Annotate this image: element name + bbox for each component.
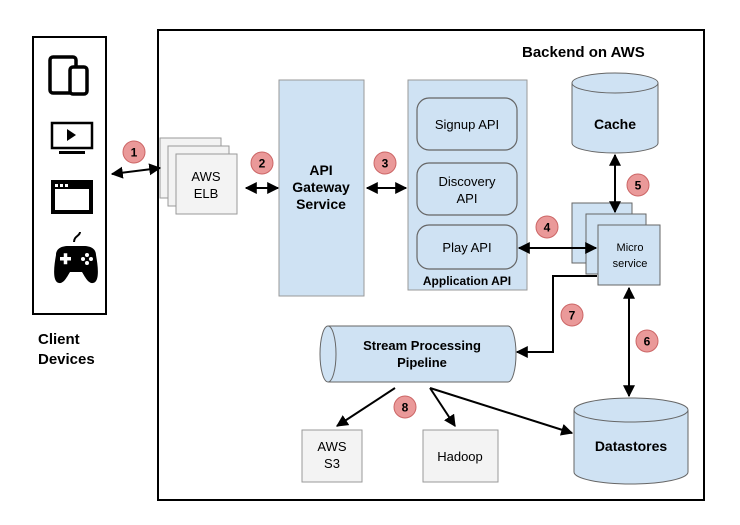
gateway-label-line3: Service [296, 196, 346, 212]
datastores-cylinder [573, 397, 689, 485]
step-badge-2: 2 [250, 151, 274, 175]
backend-title: Backend on AWS [522, 44, 645, 61]
datastores-label: Datastores [595, 438, 668, 454]
microservice-label-line1: Micro [617, 242, 644, 254]
step-badge-8: 8 [393, 395, 417, 419]
client-devices-label-line1: Client [38, 331, 80, 348]
gateway-label-line1: API [309, 162, 332, 178]
application-api-title: Application API [423, 274, 511, 288]
step-badge-4-label: 4 [544, 221, 551, 235]
tablet-phone-icon [48, 55, 89, 96]
discovery-api-label-line1: Discovery [438, 174, 496, 189]
arrow-stream-s3 [335, 387, 396, 427]
elb-label-line1: AWS [191, 169, 220, 184]
aws-s3-box [301, 429, 363, 483]
gamepad-icon [54, 231, 98, 284]
arrow-micro-stream [515, 275, 597, 358]
s3-label-line1: AWS [317, 439, 346, 454]
cache-cylinder [571, 72, 659, 154]
hadoop-label: Hadoop [437, 449, 483, 464]
step-badge-7-label: 7 [569, 309, 576, 323]
tv-icon [50, 121, 94, 154]
step-badge-5: 5 [626, 173, 650, 197]
stream-label-line1: Stream Processing [363, 338, 481, 353]
step-badge-2-label: 2 [259, 157, 266, 171]
step-badge-1: 1 [122, 140, 146, 164]
microservice-label-line2: service [613, 258, 648, 270]
step-badge-1-label: 1 [131, 146, 138, 160]
step-badge-8-label: 8 [402, 401, 409, 415]
signup-api-label: Signup API [435, 117, 499, 132]
hadoop-box [422, 429, 499, 483]
arrow-client-elb [110, 163, 162, 179]
stream-pipeline-cylinder [319, 325, 517, 383]
browser-window-icon [51, 180, 93, 214]
step-badge-3: 3 [373, 151, 397, 175]
cache-label: Cache [594, 116, 636, 132]
step-badge-7: 7 [560, 303, 584, 327]
discovery-api-box [416, 162, 518, 216]
discovery-api-label-line2: API [457, 191, 478, 206]
signup-api-box [416, 97, 518, 151]
step-badge-3-label: 3 [382, 157, 389, 171]
elb-label-line2: ELB [194, 186, 219, 201]
aws-elb-stack [159, 137, 238, 215]
stream-label-line2: Pipeline [397, 355, 447, 370]
s3-label-line2: S3 [324, 456, 340, 471]
play-api-label: Play API [442, 240, 491, 255]
client-devices-label-line2: Devices [38, 351, 95, 368]
step-badge-6: 6 [635, 329, 659, 353]
arrow-stream-datastores [429, 387, 574, 436]
step-badge-4: 4 [535, 215, 559, 239]
step-badge-5-label: 5 [635, 179, 642, 193]
gateway-label-line2: Gateway [292, 179, 350, 195]
step-badge-6-label: 6 [644, 335, 651, 349]
play-api-box [416, 224, 518, 270]
arrow-stream-hadoop [429, 387, 456, 428]
